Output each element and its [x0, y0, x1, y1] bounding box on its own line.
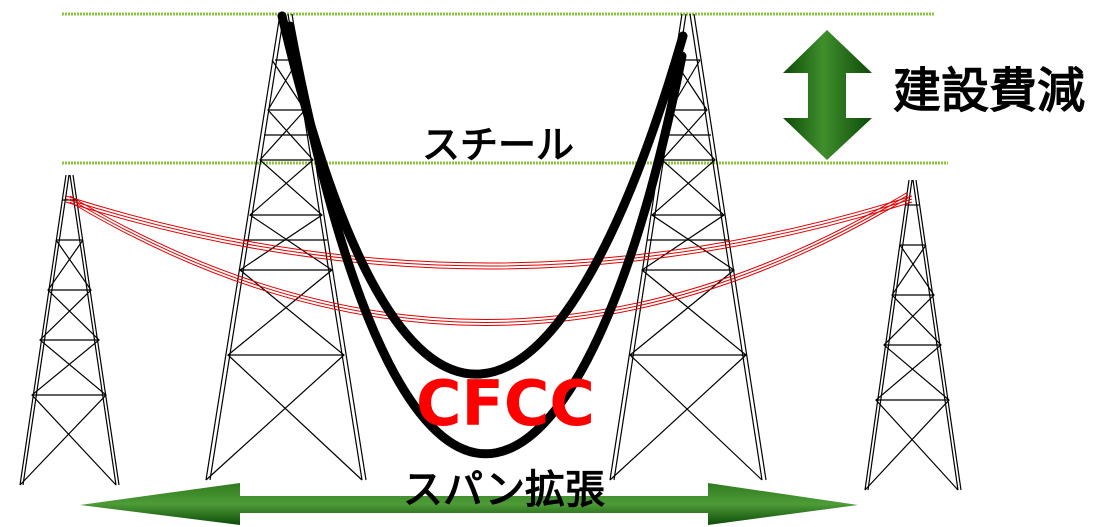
- cfcc-cable-upper: [65, 195, 913, 264]
- cfcc-label: CFCC: [416, 367, 595, 440]
- steel-label: スチール: [422, 123, 574, 167]
- cost-reduction-label: 建設費減: [893, 63, 1085, 119]
- steel-cable-front: [277, 11, 688, 379]
- height-guide-lines: [62, 12, 948, 165]
- span-extension-label: スパン拡張: [403, 467, 605, 513]
- cost-reduction-arrow: [783, 30, 872, 160]
- small-tower-right: [864, 179, 962, 491]
- span-extension-arrow: [80, 483, 858, 525]
- steel-cable-back: [285, 21, 687, 459]
- cfcc-cables: [65, 191, 913, 326]
- steel-cables: [277, 11, 688, 459]
- cfcc-cable-lower: [69, 191, 909, 320]
